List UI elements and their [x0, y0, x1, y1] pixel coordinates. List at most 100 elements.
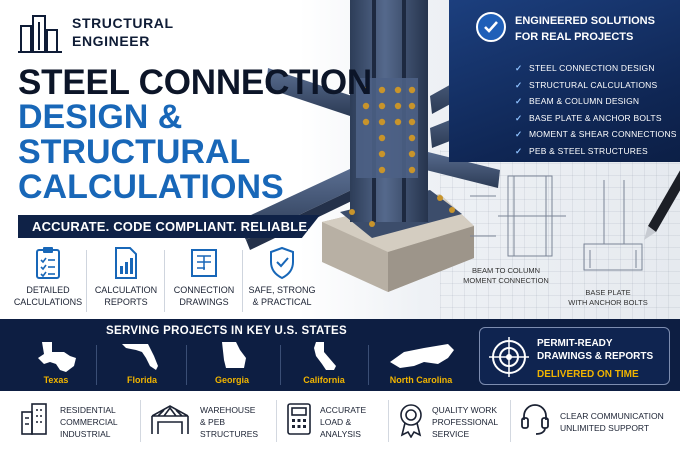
brand-name: STRUCTURAL ENGINEER	[72, 14, 174, 50]
divider	[368, 345, 369, 385]
caption-line2: MOMENT CONNECTION	[463, 276, 549, 285]
base-plate-caption: BASE PLATE WITH ANCHOR BOLTS	[560, 288, 656, 308]
headset-icon	[521, 404, 549, 435]
service-label: PEB & STEEL STRUCTURES	[529, 145, 648, 156]
state-north-carolina: North Carolina	[374, 340, 468, 390]
bottom-item-line: ACCURATE	[320, 405, 367, 415]
feature-label-line2: REPORTS	[104, 297, 148, 307]
bottom-item-line: PROFESSIONAL	[432, 417, 499, 427]
permit-ready-box: PERMIT-READY DRAWINGS & REPORTS DELIVERE…	[479, 327, 670, 385]
feature-label-line1: CALCULATION	[94, 285, 158, 295]
feature-label-line2: & PRACTICAL	[252, 297, 312, 307]
caption-line1: BASE PLATE	[585, 288, 631, 297]
service-label: BASE PLATE & ANCHOR BOLTS	[529, 112, 662, 123]
bottom-item-text: ACCURATE LOAD & ANALYSIS	[320, 404, 366, 440]
brand-name-line1: STRUCTURAL	[72, 15, 174, 31]
bottom-item-line: SERVICE	[432, 429, 470, 439]
bottom-item-warehouse: WAREHOUSE & PEB STRUCTURES	[150, 398, 275, 446]
check-icon: ✓	[515, 112, 523, 123]
divider	[388, 400, 389, 442]
bottom-item-support: CLEAR COMMUNICATION UNLIMITED SUPPORT	[520, 398, 678, 446]
warehouse-truss-icon	[151, 405, 189, 434]
service-item: ✓BEAM & COLUMN DESIGN	[515, 93, 677, 110]
bottom-item-line: RESIDENTIAL	[60, 405, 116, 415]
divider	[186, 345, 187, 385]
headline-line1: STEEL CONNECTION	[18, 63, 372, 102]
service-item: ✓ BASE PLATE & ANCHOR BOLTS	[515, 110, 677, 127]
panel-title: ENGINEERED SOLUTIONS FOR REAL PROJECTS	[515, 13, 655, 45]
permit-line1-2: PERMIT-READY DRAWINGS & REPORTS	[537, 337, 653, 363]
california-map-icon	[314, 342, 336, 370]
feature-label-line1: SAFE, STRONG	[248, 285, 316, 295]
permit-line1: PERMIT-READY	[537, 338, 613, 349]
state-name: Texas	[43, 375, 69, 385]
state-texas: Texas	[22, 340, 90, 390]
check-icon: ✓	[515, 145, 523, 156]
state-name: Florida	[126, 375, 157, 385]
state-name: California	[303, 375, 345, 385]
service-item: ✓STEEL CONNECTION DESIGN	[515, 60, 677, 77]
bottom-item-line: & PEB	[200, 417, 226, 427]
award-badge-icon	[400, 404, 422, 438]
bottom-item-text: CLEAR COMMUNICATION UNLIMITED SUPPORT	[560, 410, 664, 434]
divider	[242, 250, 243, 312]
report-chart-icon	[115, 247, 137, 279]
building-logo-icon	[18, 15, 62, 53]
state-name: Georgia	[214, 375, 249, 385]
georgia-map-icon	[222, 342, 246, 368]
bottom-item-line: STRUCTURES	[200, 429, 259, 439]
divider	[280, 345, 281, 385]
state-name: North Carolina	[389, 375, 453, 385]
brand-name-line2: ENGINEER	[72, 33, 150, 49]
feature-label-line1: CONNECTION	[173, 285, 235, 295]
bottom-item-quality: QUALITY WORK PROFESSIONAL SERVICE	[398, 398, 506, 446]
permit-line3: DELIVERED ON TIME	[537, 369, 639, 380]
texas-map-icon	[38, 342, 76, 372]
divider	[86, 250, 87, 312]
headline-line2: DESIGN &	[18, 98, 183, 136]
bottom-item-buildings: RESIDENTIAL COMMERCIAL INDUSTRIAL	[20, 398, 140, 446]
divider	[164, 250, 165, 312]
drawing-sheet-icon	[191, 249, 217, 277]
check-badge-icon	[476, 12, 506, 42]
bottom-item-line: COMMERCIAL	[60, 417, 118, 427]
bottom-item-line: UNLIMITED SUPPORT	[560, 423, 650, 433]
service-item: ✓ MOMENT & SHEAR CONNECTIONS	[515, 126, 677, 143]
calculator-icon	[287, 403, 311, 435]
state-california: California	[286, 340, 362, 390]
feature-label-line2: DRAWINGS	[179, 297, 229, 307]
tagline-banner: ACCURATE. CODE COMPLIANT. RELIABLE.	[18, 215, 320, 238]
bottom-item-text: WAREHOUSE & PEB STRUCTURES	[200, 404, 258, 440]
service-item: ✓ PEB & STEEL STRUCTURES	[515, 143, 677, 160]
feature-calculation-reports: CALCULATION REPORTS	[88, 246, 164, 316]
panel-title-line1: ENGINEERED SOLUTIONS	[515, 15, 655, 27]
buildings-icon	[21, 403, 47, 435]
bottom-item-line: WAREHOUSE	[200, 405, 256, 415]
service-label: MOMENT & SHEAR CONNECTIONS	[529, 129, 677, 140]
bottom-item-line: QUALITY WORK	[432, 405, 498, 415]
caption-line2: WITH ANCHOR BOLTS	[568, 298, 648, 307]
bottom-item-line: LOAD &	[320, 417, 352, 427]
hero-section: STRUCTURAL ENGINEER STEEL CONNECTION DES…	[0, 0, 680, 319]
bottom-item-line: ANALYSIS	[320, 429, 361, 439]
feature-label-line2: CALCULATIONS	[13, 297, 83, 307]
feature-connection-drawings: CONNECTION DRAWINGS	[166, 246, 242, 316]
check-icon: ✓	[515, 63, 523, 73]
panel-title-line2: FOR REAL PROJECTS	[515, 31, 634, 43]
state-florida: Florida	[104, 340, 180, 390]
clipboard-checklist-icon	[36, 247, 60, 279]
north-carolina-map-icon	[390, 344, 454, 368]
bottom-item-analysis: ACCURATE LOAD & ANALYSIS	[286, 398, 386, 446]
caption-line1: BEAM TO COLUMN	[471, 266, 541, 275]
service-label: BEAM & COLUMN DESIGN	[529, 96, 640, 107]
state-georgia: Georgia	[194, 340, 270, 390]
check-icon: ✓	[515, 79, 523, 90]
moment-connection-caption: BEAM TO COLUMN MOMENT CONNECTION	[458, 266, 554, 286]
permit-line2: DRAWINGS & REPORTS	[537, 351, 654, 362]
service-item: ✓STRUCTURAL CALCULATIONS	[515, 77, 677, 94]
target-icon	[489, 337, 529, 377]
divider	[510, 400, 511, 442]
check-icon: ✓	[515, 129, 523, 140]
bottom-item-line: INDUSTRIAL	[60, 429, 111, 439]
bottom-item-text: QUALITY WORK PROFESSIONAL SERVICE	[432, 404, 498, 440]
